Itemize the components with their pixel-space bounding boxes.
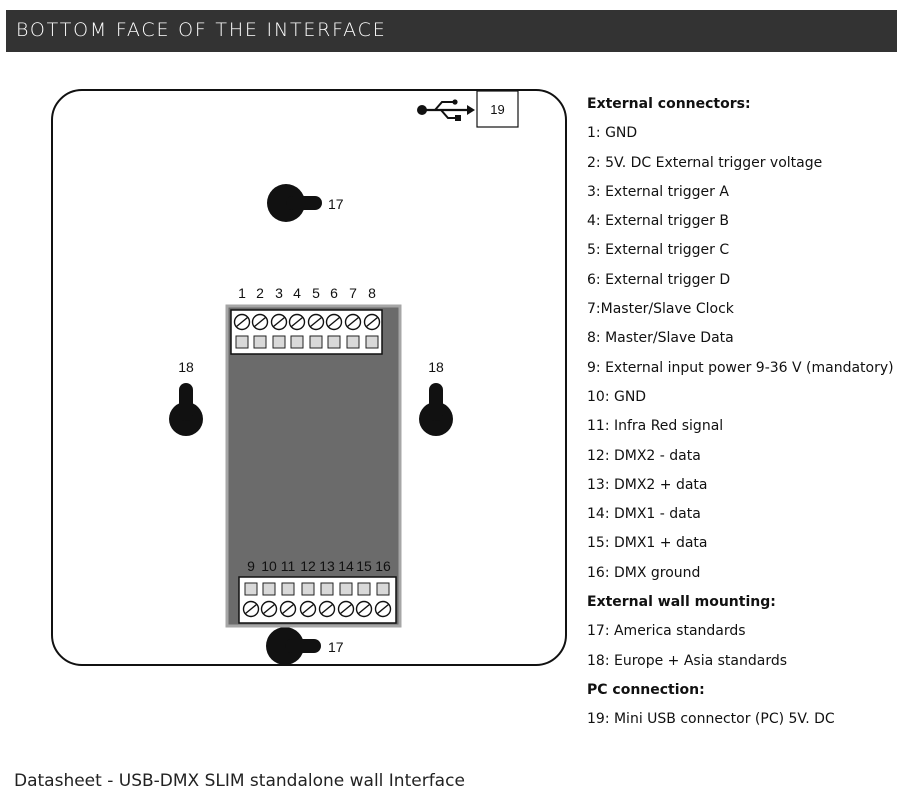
footer-caption: Datasheet - USB-DMX SLIM standalone wall… — [14, 771, 465, 791]
terminal-number: 12 — [300, 558, 316, 574]
terminal-number: 1 — [238, 285, 246, 301]
legend-heading: PC connection: — [587, 681, 705, 698]
terminal-pin — [327, 335, 341, 349]
terminal-pin — [320, 582, 334, 596]
legend-item: 7:Master/Slave Clock — [587, 301, 734, 318]
screw-slot — [254, 316, 266, 328]
terminal-pin — [346, 335, 360, 349]
legend-item: 16: DMX ground — [587, 564, 701, 581]
keyhole-bottom-label: 17 — [328, 639, 344, 655]
keyhole-left — [169, 383, 203, 436]
terminal-pin — [262, 582, 276, 596]
terminal-pin — [281, 582, 295, 596]
keyhole-right — [419, 383, 453, 436]
legend-item: 10: GND — [587, 388, 647, 405]
terminal-number: 4 — [293, 285, 301, 301]
terminal-pin — [309, 335, 323, 349]
legend-heading: External wall mounting: — [587, 594, 776, 611]
screw-slot — [377, 603, 389, 615]
terminal-pin — [244, 582, 258, 596]
legend-item: 15: DMX1 + data — [587, 535, 708, 552]
terminal-number: 15 — [356, 558, 372, 574]
screw-slot — [347, 316, 359, 328]
legend-item: 14: DMX1 - data — [587, 506, 701, 523]
terminal-number: 7 — [349, 285, 357, 301]
terminal-number: 9 — [247, 558, 255, 574]
legend-item: 8: Master/Slave Data — [587, 330, 734, 347]
legend-item: 11: Infra Red signal — [587, 418, 724, 435]
legend-item: 18: Europe + Asia standards — [587, 652, 788, 669]
terminal-number: 2 — [256, 285, 264, 301]
terminal-pin — [290, 335, 304, 349]
screw-slot — [291, 316, 303, 328]
terminal-pin — [253, 335, 267, 349]
header-bar: BOTTOM FACE OF THE INTERFACE — [6, 10, 897, 52]
legend-item: 9: External input power 9-36 V (mandator… — [587, 359, 894, 376]
terminal-number: 6 — [330, 285, 338, 301]
legend-item: 13: DMX2 + data — [587, 476, 708, 493]
keyhole-top-label: 17 — [328, 196, 344, 212]
legend-item: 4: External trigger B — [587, 213, 729, 230]
terminal-pin — [235, 335, 249, 349]
screw-slot — [321, 603, 333, 615]
legend-item: 19: Mini USB connector (PC) 5V. DC — [587, 711, 835, 728]
terminal-number: 14 — [338, 558, 354, 574]
legend-item: 5: External trigger C — [587, 242, 730, 259]
legend-heading: External connectors: — [587, 96, 751, 112]
screw-slot — [358, 603, 370, 615]
connector-legend: External connectors: 1: GND 2: 5V. DC Exte… — [587, 90, 894, 735]
legend-item: 1: GND — [587, 125, 638, 142]
legend-item: 3: External trigger A — [587, 183, 729, 200]
page-title: BOTTOM FACE OF THE INTERFACE — [16, 19, 387, 41]
keyhole-top — [267, 184, 322, 222]
screw-slot — [340, 603, 352, 615]
terminal-pin — [339, 582, 353, 596]
screw-slot — [236, 316, 248, 328]
terminal-pin — [272, 335, 286, 349]
terminal-pin — [365, 335, 379, 349]
screw-slot — [263, 603, 275, 615]
screw-slot — [273, 316, 285, 328]
terminal-number: 3 — [275, 285, 283, 301]
terminal-number: 10 — [261, 558, 277, 574]
terminal-number: 8 — [368, 285, 376, 301]
terminal-number: 13 — [319, 558, 335, 574]
screw-slot — [310, 316, 322, 328]
screw-slot — [302, 603, 314, 615]
screw-slot — [245, 603, 257, 615]
terminal-pin — [376, 582, 390, 596]
usb-callout-box — [476, 90, 519, 128]
usb-icon — [417, 99, 475, 121]
screw-slot — [328, 316, 340, 328]
terminal-number: 5 — [312, 285, 320, 301]
screw-slot — [282, 603, 294, 615]
screw-slot — [366, 316, 378, 328]
keyhole-bottom — [266, 627, 321, 665]
keyhole-right-label: 18 — [428, 359, 444, 375]
terminal-number: 11 — [281, 558, 296, 574]
legend-item: 12: DMX2 - data — [587, 447, 701, 464]
terminal-panel — [225, 304, 402, 628]
terminal-pin — [301, 582, 315, 596]
legend-item: 17: America standards — [587, 623, 746, 640]
terminal-number: 16 — [375, 558, 391, 574]
legend-item: 6: External trigger D — [587, 271, 731, 288]
terminal-pin — [357, 582, 371, 596]
usb-callout-label: 19 — [490, 102, 504, 117]
legend-item: 2: 5V. DC External trigger voltage — [587, 154, 823, 171]
keyhole-left-label: 18 — [178, 359, 194, 375]
